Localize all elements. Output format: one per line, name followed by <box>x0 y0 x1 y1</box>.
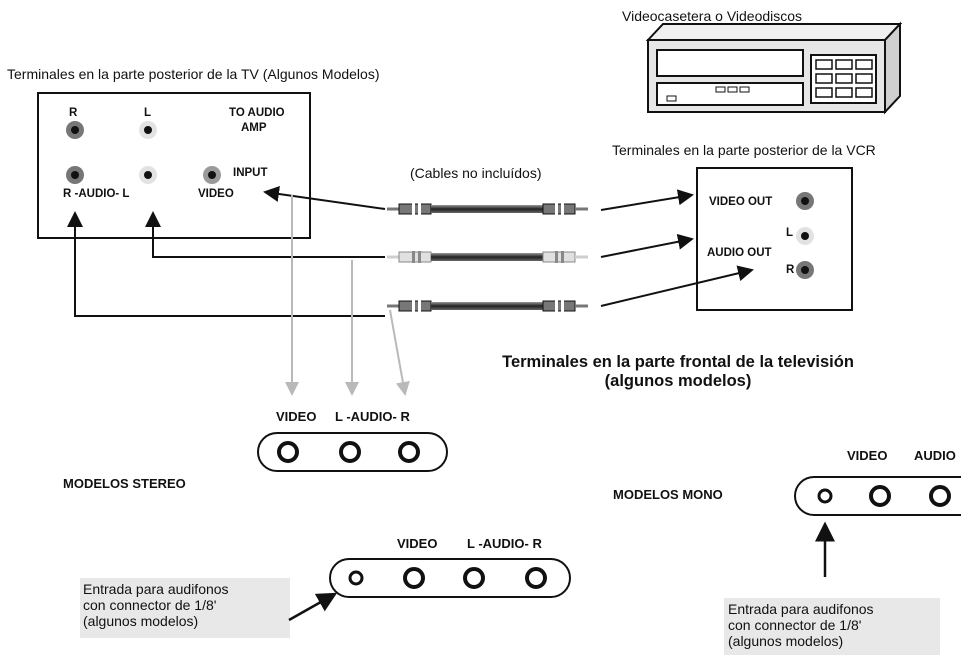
vcr-title: Videocasetera o Videodiscos <box>622 8 802 24</box>
stereo-headphone-jack <box>348 570 364 586</box>
tv-to-audio-label: TO AUDIO <box>229 107 285 119</box>
vcr-rear-panel <box>696 167 853 311</box>
tv-rear-panel <box>37 92 311 239</box>
mono-video-jack <box>869 485 891 507</box>
front-panel-title-line1: Terminales en la parte frontal de la tel… <box>502 353 854 371</box>
mono-models-label: MODELOS MONO <box>613 487 723 502</box>
vcr-r-label: R <box>786 264 795 276</box>
cables-note: (Cables no incluídos) <box>410 165 542 181</box>
stereo-jack-strip <box>257 432 448 472</box>
vcr-r-out-jack <box>796 261 814 279</box>
stereo-lower-audio-label: L -AUDIO- R <box>467 536 542 551</box>
stereo-lower-video-jack <box>403 567 425 589</box>
mono-headphone-note-line1: Entrada para audifonos <box>728 601 874 617</box>
tv-input-label: INPUT <box>233 167 268 179</box>
tv-rear-panel-title: Terminales en la parte posterior de la T… <box>7 66 379 82</box>
mono-video-label: VIDEO <box>847 448 887 463</box>
stereo-headphone-arrow <box>288 592 338 622</box>
video-cable <box>387 203 588 215</box>
tv-l-label: L <box>144 107 151 119</box>
stereo-video-jack <box>277 441 299 463</box>
tv-r-out-jack <box>66 121 84 139</box>
stereo-headphone-note-line1: Entrada para audifonos <box>83 581 229 597</box>
mono-audio-jack <box>929 485 951 507</box>
vcr-l-label: L <box>786 227 793 239</box>
mono-headphone-note-line3: (algunos modelos) <box>728 633 843 649</box>
mono-headphone-note-line2: con connector de 1/8' <box>728 617 861 633</box>
stereo-video-label: VIDEO <box>276 409 316 424</box>
vcr-audio-out-label: AUDIO OUT <box>707 247 772 259</box>
mono-jack-strip <box>794 476 961 516</box>
stereo-headphone-note-box <box>80 578 290 638</box>
vcr-video-out-jack <box>796 192 814 210</box>
stereo-audio-r-jack <box>398 441 420 463</box>
connection-arrows <box>67 186 754 317</box>
stereo-lower-audio-l-jack <box>463 567 485 589</box>
stereo-lower-audio-r-jack <box>525 567 547 589</box>
tv-video-in-jack <box>203 166 221 184</box>
tv-l-in-jack <box>139 166 157 184</box>
vcr-l-out-jack <box>796 227 814 245</box>
audio-left-cable <box>387 251 588 263</box>
stereo-headphone-note-line2: con connector de 1/8' <box>83 597 216 613</box>
front-panel-arrows <box>285 195 410 396</box>
vcr-device-illustration <box>645 21 903 115</box>
audio-right-cable <box>387 300 588 312</box>
stereo-lower-video-label: VIDEO <box>397 536 437 551</box>
tv-r-label: R <box>69 107 78 119</box>
tv-amp-label: AMP <box>241 122 267 134</box>
tv-video-label: VIDEO <box>198 188 234 200</box>
stereo-lower-jack-strip <box>329 558 571 598</box>
front-panel-title-line2: (algunos modelos) <box>605 372 752 390</box>
tv-audio-pair-label: R -AUDIO- L <box>63 188 129 200</box>
tv-l-out-jack <box>139 121 157 139</box>
stereo-models-label: MODELOS STEREO <box>63 476 186 491</box>
stereo-headphone-note-line3: (algunos modelos) <box>83 613 198 629</box>
vcr-rear-panel-title: Terminales en la parte posterior de la V… <box>612 142 876 158</box>
stereo-audio-l-jack <box>339 441 361 463</box>
stereo-audio-label: L -AUDIO- R <box>335 409 410 424</box>
mono-headphone-jack <box>817 488 833 504</box>
tv-r-in-jack <box>66 166 84 184</box>
mono-audio-label: AUDIO <box>914 448 956 463</box>
vcr-video-out-label: VIDEO OUT <box>709 196 772 208</box>
mono-headphone-note-box <box>724 598 940 655</box>
